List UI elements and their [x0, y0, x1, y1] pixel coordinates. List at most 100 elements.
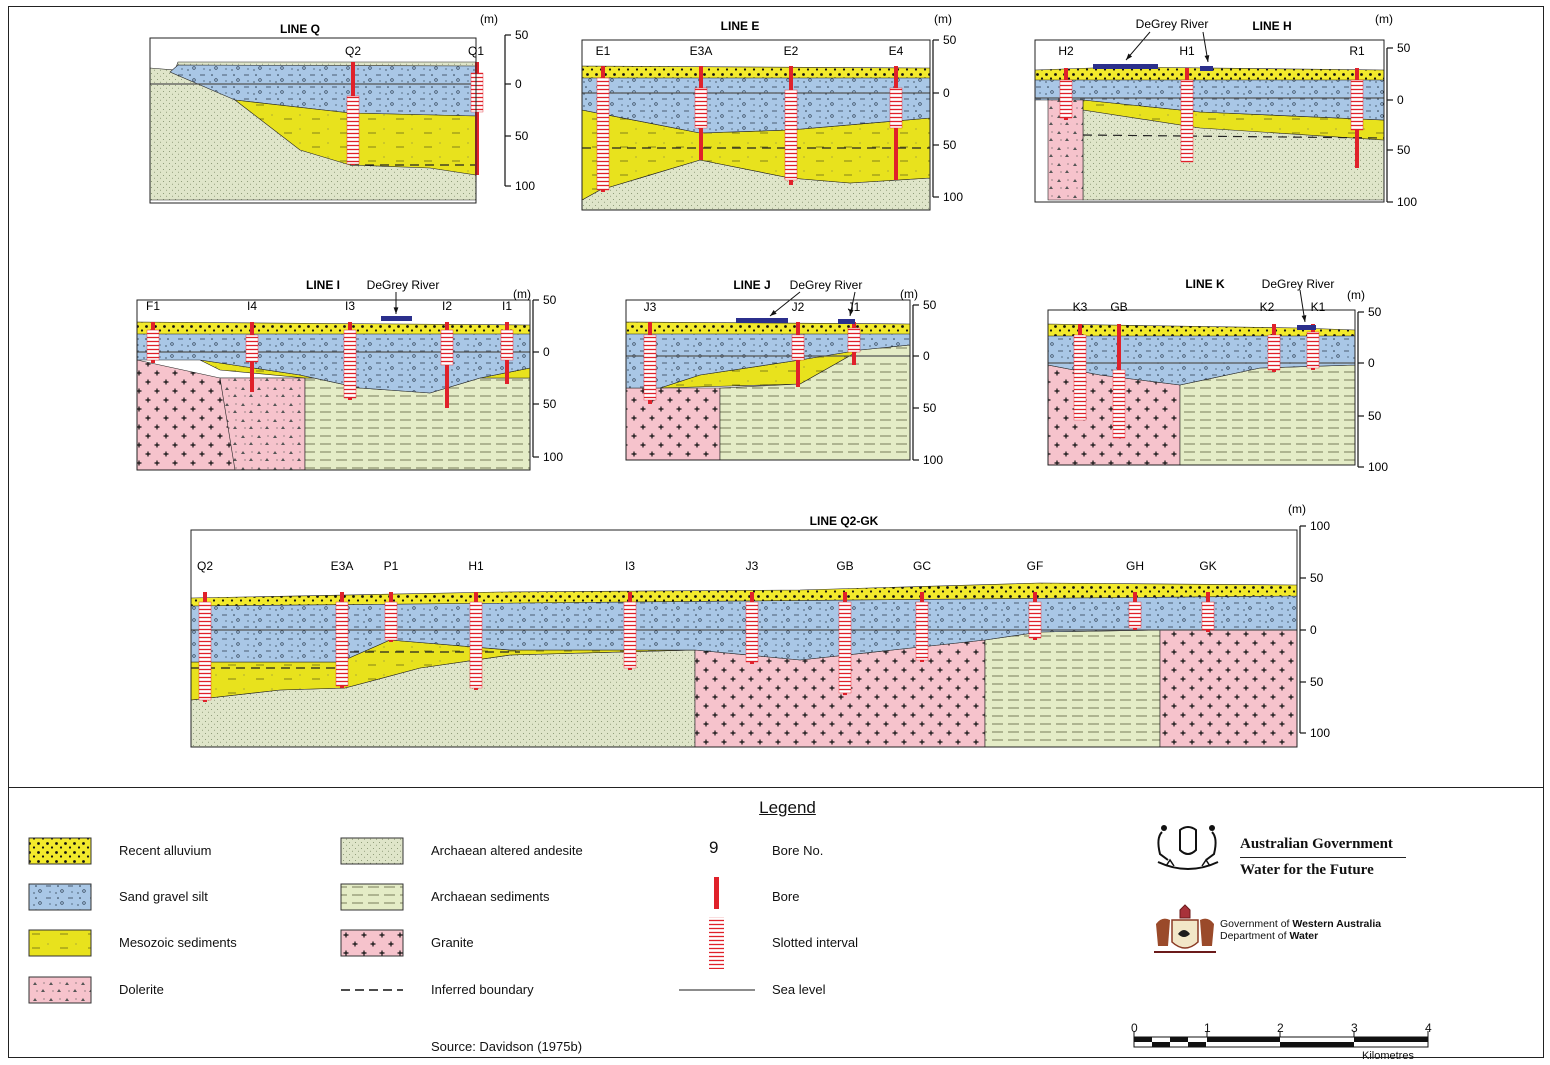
- h-axis-label-2: 50: [1397, 143, 1411, 157]
- bore-q2gk-q2-slot-0: [198, 601, 212, 701]
- i-axis-label-2: 50: [543, 397, 557, 411]
- legend-archaean-sediments: Archaean sediments: [431, 889, 550, 904]
- e-bore-label-0: E1: [596, 44, 611, 58]
- wa-line2-bold: Water: [1289, 930, 1319, 942]
- q2gk-axis-label-0: 100: [1310, 519, 1330, 533]
- q-axis-label-2: 50: [515, 129, 529, 143]
- q-bore-label-1: Q1: [468, 44, 484, 58]
- e-axis-label-1: 0: [943, 86, 950, 100]
- j-alluvium: [625, 321, 911, 335]
- bore-q2gk-h1-slot-0: [469, 601, 483, 689]
- i-bore-label-2: I3: [345, 299, 355, 313]
- q2gk-unit: (m): [1288, 502, 1306, 516]
- j-river: [736, 318, 788, 323]
- legend-archaean-andesite: Archaean altered andesite: [431, 843, 583, 858]
- bore-r1-slot-0: [1350, 79, 1364, 131]
- bore-q2gk-i3-slot-0: [623, 601, 637, 669]
- e-bore-label-3: E4: [889, 44, 904, 58]
- i-bore-label-3: I2: [442, 299, 452, 313]
- i-axis-label-0: 50: [543, 293, 557, 307]
- swatch-mesozoic-sediments: [28, 929, 92, 957]
- q-unit: (m): [480, 12, 498, 26]
- k-axis-label-0: 50: [1368, 305, 1382, 319]
- scale-tick-0: 0: [1131, 1021, 1138, 1035]
- swatch-dolerite: [28, 976, 92, 1004]
- k-bore-label-1: GB: [1110, 300, 1127, 314]
- j-river-arrow-2-head: [848, 309, 854, 316]
- h-axis-label-1: 0: [1397, 93, 1404, 107]
- q2gk-bore-label-9: GH: [1126, 559, 1144, 573]
- bore-q2gk-j3-slot-0: [745, 601, 759, 663]
- scale-unit: Kilometres: [1362, 1050, 1414, 1062]
- legend-inferred-boundary: Inferred boundary: [431, 982, 534, 997]
- e-bore-label-2: E2: [784, 44, 799, 58]
- j-axis-label-3: 100: [923, 453, 943, 467]
- i-river: [381, 316, 412, 321]
- bore-j2-slot-0: [791, 334, 805, 361]
- k-title: LINE K: [1185, 277, 1225, 291]
- j-bore-label-0: J3: [644, 300, 657, 314]
- scale-tick-1: 1: [1204, 1021, 1211, 1035]
- australian-government-crest: [1157, 825, 1219, 870]
- e-unit: (m): [934, 12, 952, 26]
- bore-e1-slot-0: [596, 77, 610, 191]
- bore-q2gk-gf-slot-0: [1028, 601, 1042, 639]
- j-river-2: [838, 319, 855, 324]
- q2gk-granite-2: [1159, 629, 1298, 748]
- q-axis-label-0: 50: [515, 28, 529, 42]
- scale-bar: [1133, 1031, 1429, 1048]
- q-frame: [149, 37, 477, 204]
- legend-granite: Granite: [431, 935, 474, 950]
- q2gk-title: LINE Q2-GK: [810, 514, 879, 528]
- q2gk-bore-label-0: Q2: [197, 559, 213, 573]
- scale-tick-4: 4: [1425, 1021, 1432, 1035]
- h-frame: [1034, 39, 1385, 203]
- q2gk-bore-label-3: H1: [468, 559, 484, 573]
- q-axis-label-3: 100: [515, 179, 535, 193]
- k-axis-label-1: 0: [1368, 356, 1375, 370]
- bore-h2-slot-0: [1059, 79, 1073, 119]
- legend-swatches: [28, 825, 1429, 1048]
- agov-subtitle: Water for the Future: [1240, 862, 1374, 878]
- j-bore-label-1: J2: [792, 300, 805, 314]
- q2gk-axis-label-4: 100: [1310, 726, 1330, 740]
- legend-bore: Bore: [772, 889, 800, 904]
- i-bore-label-1: I4: [247, 299, 257, 313]
- i-dolerite: [219, 377, 306, 471]
- h-inferred: [1082, 134, 1385, 139]
- j-unit: (m): [900, 287, 918, 301]
- e-bore-label-1: E3A: [690, 44, 713, 58]
- q2gk-bore-label-1: E3A: [331, 559, 354, 573]
- wa-department-text: Department of Water: [1220, 930, 1318, 942]
- i-river-label: DeGrey River: [367, 278, 440, 292]
- i-axis-label-3: 100: [543, 450, 563, 464]
- swatch-granite: [340, 929, 404, 957]
- q2gk-bore-label-7: GC: [913, 559, 931, 573]
- j-granite: [625, 387, 721, 461]
- legend-divider: [8, 787, 1544, 788]
- legend-bore-no: Bore No.: [772, 843, 824, 858]
- h-bore-label-1: H1: [1179, 44, 1195, 58]
- swatch-slotted-interval: [709, 917, 724, 969]
- q2gk-bore-label-2: P1: [384, 559, 399, 573]
- bore-q1: [475, 62, 479, 175]
- j-river-arrow-1-head: [770, 310, 777, 316]
- bore-q2gk-p1-slot-0: [384, 601, 398, 641]
- scale-tick-3: 3: [1351, 1021, 1358, 1035]
- q2gk-bore-label-10: GK: [1199, 559, 1216, 573]
- h-title: LINE H: [1252, 19, 1291, 33]
- q2gk-alluvium: [190, 582, 1298, 607]
- i-unit: (m): [513, 287, 531, 301]
- bore-h1-slot-0: [1180, 79, 1194, 163]
- q2gk-bore-label-4: I3: [625, 559, 635, 573]
- j-axis-label-0: 50: [923, 298, 937, 312]
- k-river: [1297, 325, 1316, 330]
- k-unit: (m): [1347, 288, 1365, 302]
- e-frame: [581, 39, 931, 211]
- bore-q2-slot-0: [346, 95, 360, 165]
